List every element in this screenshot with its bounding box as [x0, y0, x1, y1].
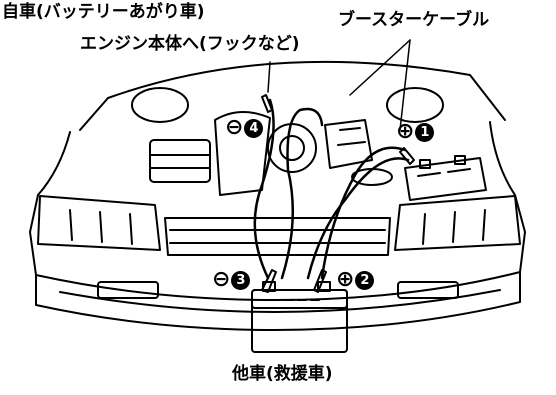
minus-icon: ⊖ — [225, 115, 244, 140]
left-headlight — [37, 195, 161, 251]
terminal-minus-3: ⊖ 3 — [212, 267, 251, 292]
own-car-label: 自車(バッテリーあがり車) — [2, 2, 205, 22]
terminal-number: 2 — [355, 270, 375, 290]
left-fog-light — [97, 281, 159, 299]
terminal-minus-4: ⊖ 4 — [225, 115, 264, 140]
other-battery-icon — [251, 281, 348, 353]
plus-icon: ⊕ — [336, 267, 355, 292]
right-headlight — [394, 195, 521, 251]
terminal-plus-1: ⊕ 1 — [396, 119, 435, 144]
minus-icon: ⊖ — [212, 267, 231, 292]
engine-body-label: エンジン本体へ(フックなど) — [80, 34, 300, 54]
booster-cable-icon — [253, 98, 410, 280]
terminal-plus-2: ⊕ 2 — [336, 267, 375, 292]
hood-edge — [107, 60, 506, 121]
plus-icon: ⊕ — [396, 119, 415, 144]
right-fog-light — [397, 281, 459, 299]
terminal-number: 1 — [415, 122, 435, 142]
right-strut — [386, 87, 444, 123]
left-strut — [131, 87, 189, 123]
terminal-number: 3 — [231, 270, 251, 290]
terminal-number: 4 — [244, 118, 264, 138]
battery-icon — [404, 155, 487, 201]
grille — [164, 217, 391, 256]
other-car-label: 他車(救援車) — [232, 364, 333, 384]
booster-cable-label: ブースターケーブル — [338, 10, 490, 30]
